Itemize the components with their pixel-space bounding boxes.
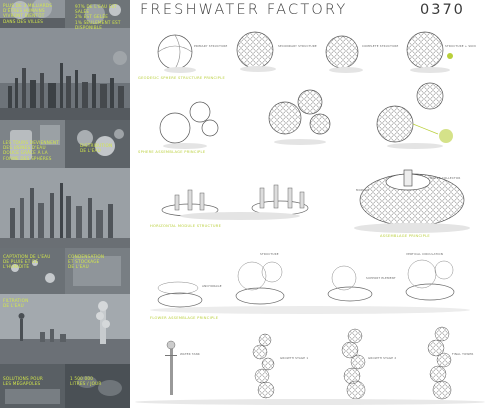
label-growth-1: GROWTH STAGE 1 xyxy=(280,356,309,360)
caption-row3a: HORIZONTAL MODULE STRUCTURE xyxy=(150,224,222,228)
captions-layer: GEODESIC SPHERE STRUCTURE PRINCIPLE SPHE… xyxy=(130,0,500,408)
label-secondary-structure: SECONDARY STRUCTURE xyxy=(278,44,317,48)
label-water-collector: WATER COLLECTOR xyxy=(430,176,461,180)
photo-bottom-left xyxy=(0,364,65,408)
photo-glass xyxy=(0,120,65,168)
label-structure-skin: STRUCTURE + SKIN xyxy=(445,44,476,48)
label-structure: STRUCTURE xyxy=(260,252,279,256)
row1-sphere-skin xyxy=(406,31,453,73)
photo-skyline-2 xyxy=(0,168,130,248)
label-support-element: SUPPORT ELEMENT xyxy=(366,276,396,280)
row1-sphere-complete xyxy=(325,35,363,73)
photo-skyline-1 xyxy=(0,28,130,120)
page-title: FRESHWATER FACTORY xyxy=(140,2,348,18)
photo-rain xyxy=(0,248,65,294)
project-code: 0370 xyxy=(420,2,465,18)
row3-assembly xyxy=(354,169,470,233)
label-water-tank: WATER TANK xyxy=(180,352,200,356)
row1-sphere-primary xyxy=(157,34,196,73)
label-primary-structure: PRIMARY STRUCTURE xyxy=(194,44,228,48)
panel-text-1: PLUS DE 3 MILLIARDS D'ÊTRES HUMAINS VIVR… xyxy=(3,3,53,24)
photo-strip: PLUS DE 3 MILLIARDS D'ÊTRES HUMAINS VIVR… xyxy=(0,0,130,408)
panel-text-3: LES TOURS DEVIENNENT DES USINES D'EAU DO… xyxy=(3,140,60,161)
row2-geodesic-cluster xyxy=(268,89,331,145)
label-complete-structure: COMPLETE STRUCTURE xyxy=(362,44,399,48)
caption-row2: SPHERE ASSEMBLAGE PRINCIPLE xyxy=(138,150,206,154)
row1-sphere-secondary xyxy=(236,31,276,72)
row5-towers xyxy=(135,326,485,405)
row3-modules xyxy=(161,184,309,220)
photo-world-map xyxy=(65,364,130,408)
panel-text-6: CONDENSATION ET STOCKAGE DE L'EAU xyxy=(68,254,105,270)
row2-frames xyxy=(159,101,219,149)
photo-new-york xyxy=(0,294,130,364)
panel-text-2: 97% DE L'EAU EST SALÉE 2% EST GELÉE 1% S… xyxy=(75,4,121,30)
row2-cluster-detail xyxy=(376,82,453,149)
caption-row3b: ASSEMBLAGE PRINCIPLE xyxy=(380,234,430,238)
panel-text-4: DISTRIBUTION DE L'EAU xyxy=(80,143,113,154)
caption-row1: GEODESIC SPHERE STRUCTURE PRINCIPLE xyxy=(138,76,226,80)
label-anchorage: ANCHORAGE xyxy=(202,284,222,288)
label-final-tower: FINAL TOWER xyxy=(452,352,474,356)
caption-row4: FLOWER ASSEMBLAGE PRINCIPLE xyxy=(150,316,219,320)
diagram-canvas xyxy=(135,31,485,405)
photo-spheres xyxy=(65,120,130,168)
photo-water-drops xyxy=(65,0,130,28)
photo-city-fog xyxy=(0,0,65,28)
photo-condensation xyxy=(65,248,130,294)
panel-text-5: CAPTATION DE L'EAU DE PLUIE ET DE L'HUMI… xyxy=(3,254,51,270)
row4-flowers xyxy=(150,259,470,314)
label-vertical-circulation: VERTICAL CIRCULATION xyxy=(406,252,443,256)
label-module: MODULE xyxy=(356,188,370,192)
panel-text-7: FILTRATION DE L'EAU xyxy=(3,298,29,309)
panel-text-9: 1 500 000 LITRES / JOUR xyxy=(70,376,102,387)
label-growth-2: GROWTH STAGE 2 xyxy=(368,356,397,360)
panel-text-8: SOLUTIONS POUR LES MÉGAPOLES xyxy=(3,376,43,387)
